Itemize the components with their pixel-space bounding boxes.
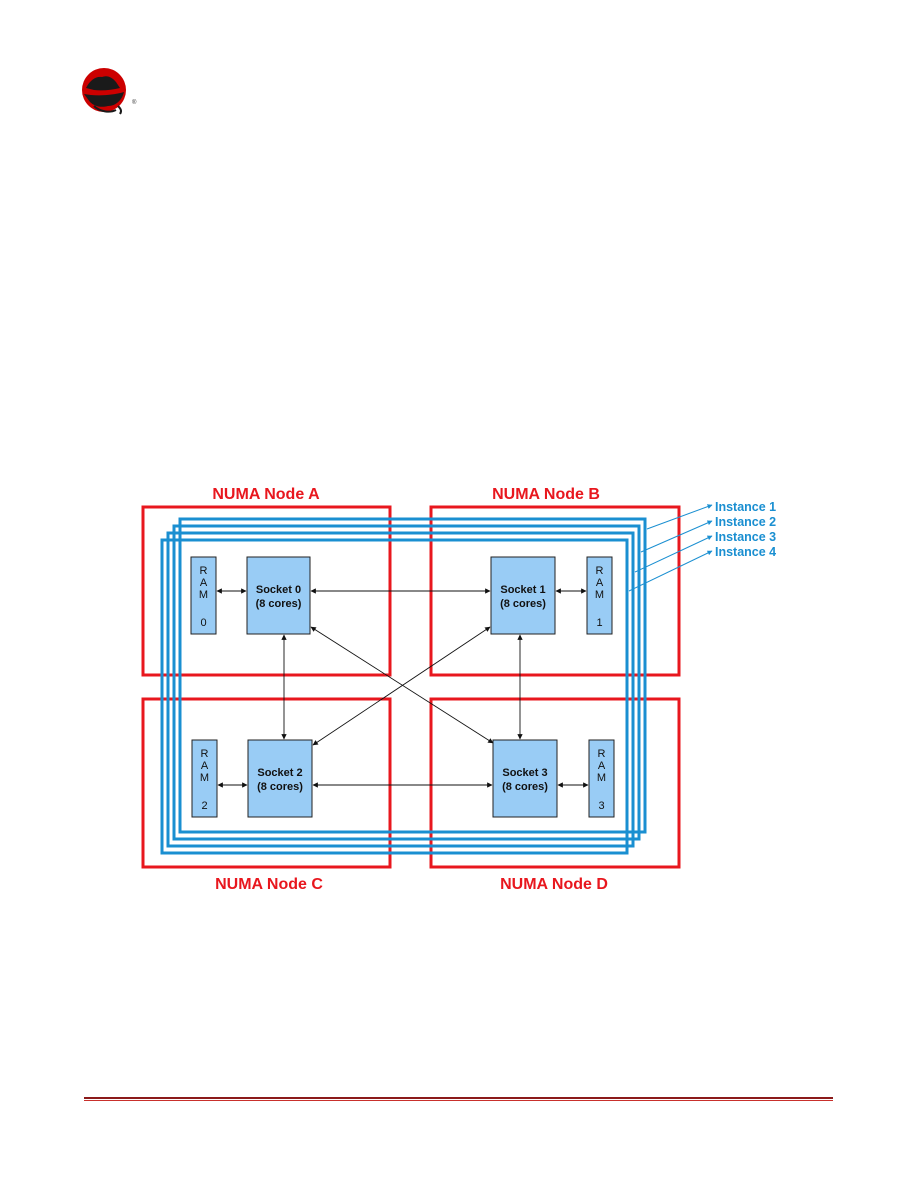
ram-1-letter-a: A	[596, 577, 604, 589]
instance-3-box	[166, 531, 635, 848]
ram-1-letter-m: M	[595, 589, 604, 601]
ram-1-letter-r: R	[596, 565, 604, 577]
socket-0-cores: (8 cores)	[256, 598, 302, 610]
socket-3-cores: (8 cores)	[502, 781, 548, 793]
instance-3-pointer	[634, 535, 713, 573]
instance-2-box	[172, 524, 641, 841]
ram-3: R A M 3	[588, 739, 615, 818]
socket-1-cores: (8 cores)	[500, 598, 546, 610]
socket-2: Socket 2 (8 cores)	[247, 739, 313, 818]
ram-0: R A M 0	[190, 556, 217, 635]
ram-0-letter-m: M	[199, 589, 208, 601]
instance-1-label: Instance 1	[715, 500, 776, 514]
socket-1-title: Socket 1	[500, 584, 545, 596]
ram-2: R A M 2	[191, 739, 218, 818]
socket-1: Socket 1 (8 cores)	[490, 556, 556, 635]
ram-2-letter-a: A	[201, 760, 209, 772]
socket-3-title: Socket 3	[502, 767, 547, 779]
red-hat-logo: ®	[80, 66, 140, 116]
instance-3-label: Instance 3	[715, 530, 776, 544]
footer-rule	[84, 1097, 833, 1101]
trademark-symbol: ®	[132, 100, 137, 106]
ram-0-number: 0	[200, 617, 206, 629]
ram-3-letter-a: A	[598, 760, 606, 772]
ram-1-number: 1	[596, 617, 602, 629]
red-hat-shadowman-icon	[82, 68, 126, 115]
ram-2-letter-r: R	[201, 748, 209, 760]
instance-4-pointer	[628, 550, 713, 592]
link-socket1-socket2	[312, 626, 491, 746]
socket-0-title: Socket 0	[256, 584, 301, 596]
instance-4-label: Instance 4	[715, 545, 776, 559]
ram-2-number: 2	[201, 800, 207, 812]
link-socket0-socket3	[310, 626, 494, 744]
instance-4-box	[160, 538, 629, 855]
ram-3-number: 3	[598, 800, 604, 812]
instance-2-pointer	[640, 520, 713, 553]
instance-1-pointer	[646, 504, 713, 530]
numa-node-c-label: NUMA Node C	[215, 876, 323, 893]
instance-2-label: Instance 2	[715, 515, 776, 529]
socket-2-title: Socket 2	[257, 767, 302, 779]
numa-node-d-label: NUMA Node D	[500, 876, 608, 893]
socket-2-cores: (8 cores)	[257, 781, 303, 793]
socket-0: Socket 0 (8 cores)	[246, 556, 311, 635]
numa-node-a-label: NUMA Node A	[212, 486, 320, 503]
ram-0-letter-r: R	[200, 565, 208, 577]
ram-3-letter-r: R	[598, 748, 606, 760]
ram-0-letter-a: A	[200, 577, 208, 589]
socket-3: Socket 3 (8 cores)	[492, 739, 558, 818]
ram-1: R A M 1	[586, 556, 613, 635]
ram-2-letter-m: M	[200, 772, 209, 784]
ram-3-letter-m: M	[597, 772, 606, 784]
numa-node-b-label: NUMA Node B	[492, 486, 600, 503]
instance-1-box	[178, 517, 647, 834]
